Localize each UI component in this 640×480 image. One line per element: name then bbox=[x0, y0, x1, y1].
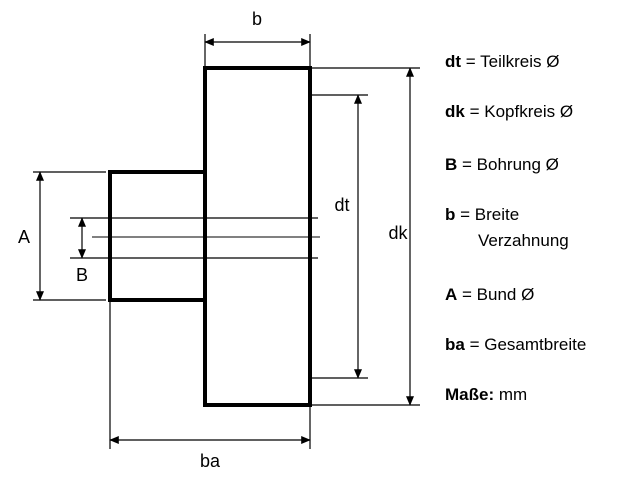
legend-text-bore: = Bohrung Ø bbox=[462, 155, 559, 174]
legend-item-dk: dk = Kopfkreis Ø bbox=[445, 102, 573, 122]
legend-text-b-line2: Verzahnung bbox=[478, 231, 569, 250]
legend-item-dt: dt = Teilkreis Ø bbox=[445, 52, 559, 72]
legend-symbol-dk: dk bbox=[445, 102, 465, 121]
dim-label-a: A bbox=[17, 227, 30, 247]
legend-text-a: = Bund Ø bbox=[462, 285, 535, 304]
dim-label-ba: ba bbox=[199, 451, 221, 471]
legend-symbol-a: A bbox=[445, 285, 458, 304]
legend-units-value: mm bbox=[498, 385, 528, 404]
legend-text-ba: = Gesamtbreite bbox=[469, 335, 587, 354]
dim-label-dt: dt bbox=[334, 195, 350, 215]
legend-symbol-bore: B bbox=[445, 155, 458, 174]
legend-symbol-ba: ba bbox=[445, 335, 465, 354]
legend-text-dt: = Teilkreis Ø bbox=[465, 52, 560, 71]
legend-symbol-dt: dt bbox=[445, 52, 462, 71]
legend-text-b: = Breite bbox=[460, 205, 520, 224]
dim-label-dk: dk bbox=[388, 223, 408, 243]
hub-outline bbox=[108, 170, 207, 302]
dim-label-b: b bbox=[251, 9, 262, 29]
legend-item-ba: ba = Gesamtbreite bbox=[445, 335, 586, 355]
legend-item-a: A = Bund Ø bbox=[445, 285, 534, 305]
legend-text-dk: = Kopfkreis Ø bbox=[469, 102, 574, 121]
legend-symbol-b: b bbox=[445, 205, 456, 224]
legend-item-b: b = Breite bbox=[445, 205, 519, 225]
legend-units: Maße: mm bbox=[445, 385, 527, 405]
dim-label-bore: B bbox=[75, 265, 88, 285]
legend-item-bore: B = Bohrung Ø bbox=[445, 155, 559, 175]
legend-units-label: Maße: bbox=[445, 385, 495, 404]
